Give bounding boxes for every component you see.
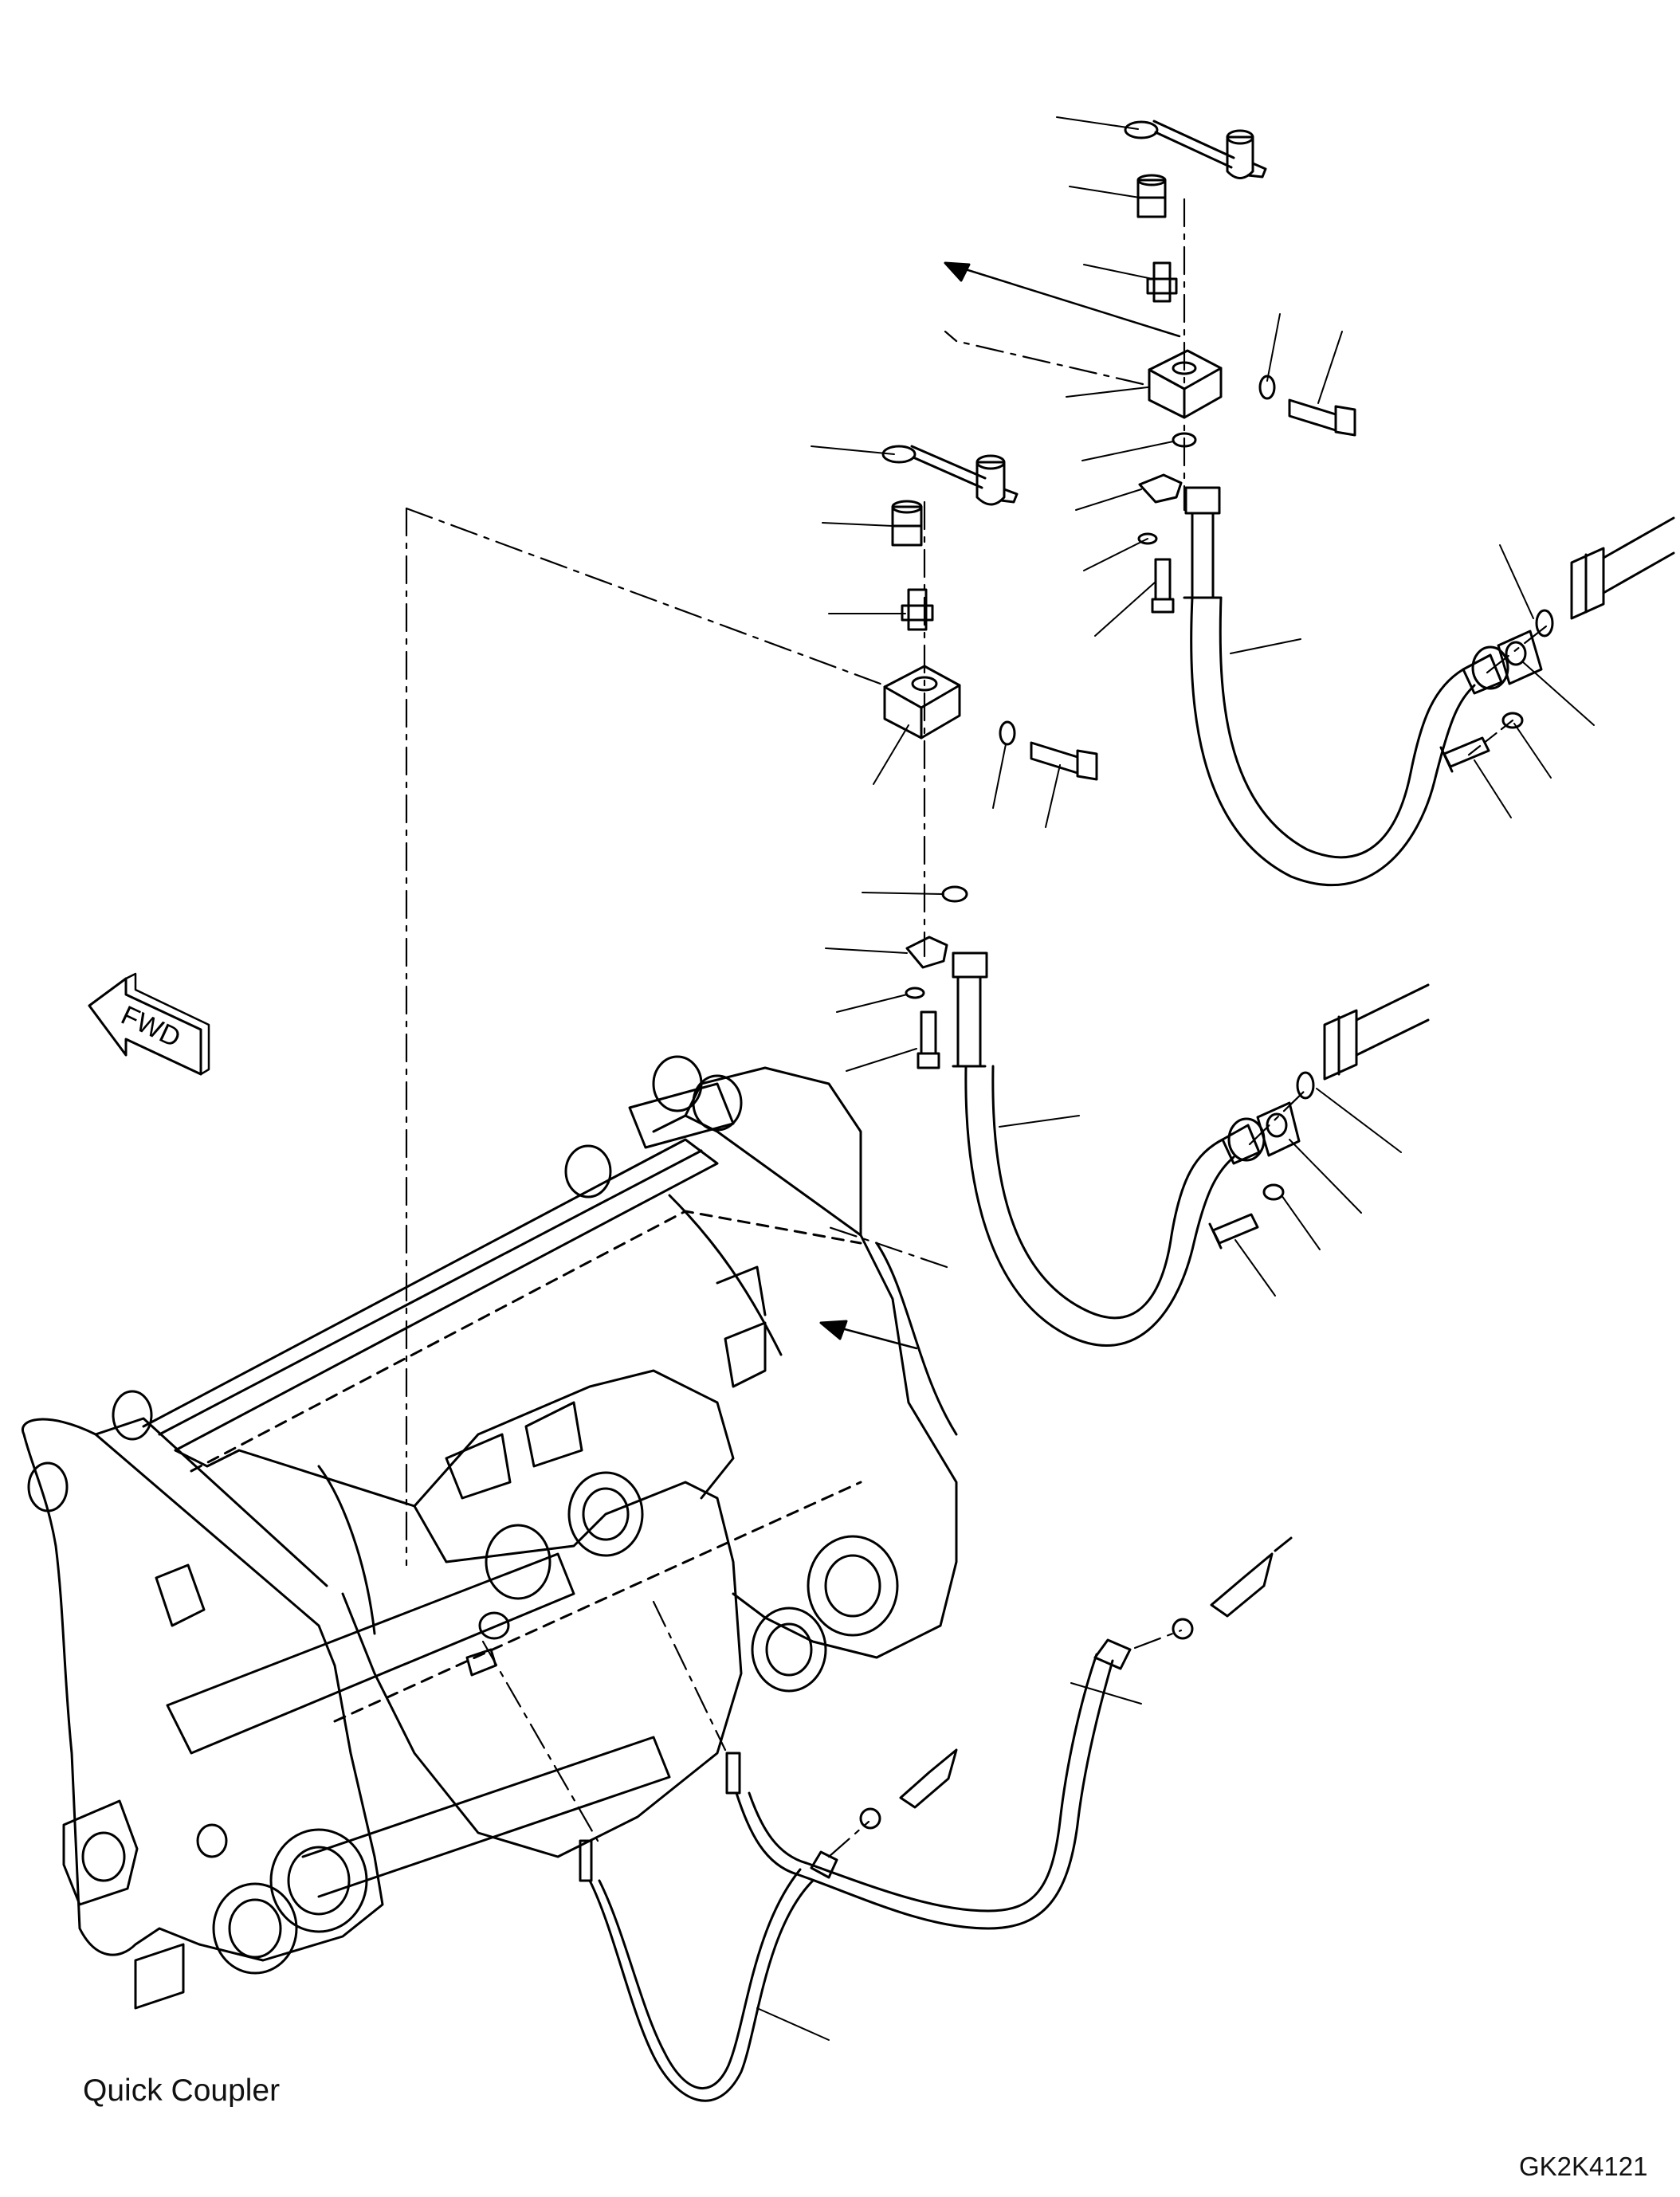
upper-coupling-assembly bbox=[1125, 121, 1355, 612]
diagram-caption: Quick Coupler bbox=[83, 2073, 281, 2108]
centre-lines bbox=[406, 199, 1546, 1857]
bottom-hose-lines bbox=[580, 1538, 1291, 2101]
lower-coupling-assembly bbox=[883, 446, 1097, 1068]
leader-lines bbox=[757, 117, 1594, 2040]
quick-coupler-frame bbox=[22, 1057, 956, 2008]
pointer-arrows bbox=[821, 263, 1180, 1348]
drawing-number: GK2K4121 bbox=[1519, 2152, 1648, 2181]
fwd-arrow-icon: FWD bbox=[89, 974, 209, 1074]
upper-hose bbox=[1191, 518, 1674, 885]
lower-hose bbox=[966, 985, 1428, 1346]
